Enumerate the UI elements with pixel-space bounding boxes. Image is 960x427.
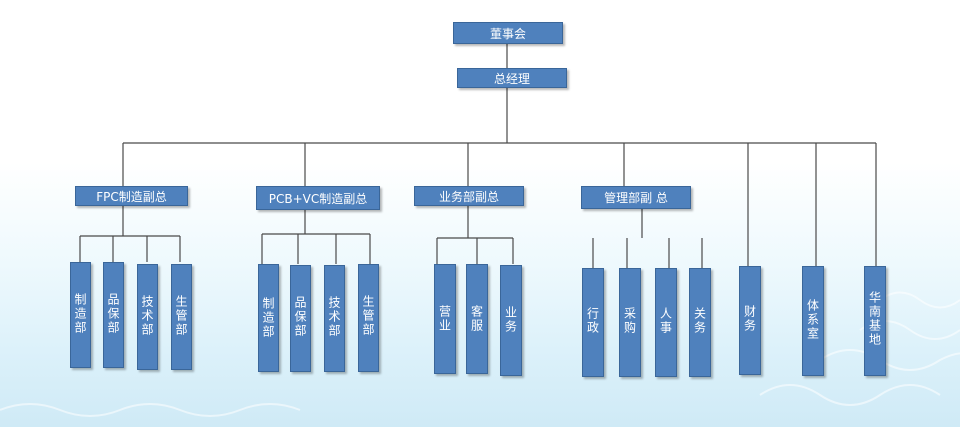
general-manager-box: 总经理 — [457, 68, 567, 88]
board-label: 董事会 — [489, 26, 526, 41]
pcbvc-unit-technology: 技术部 — [324, 265, 345, 372]
sales-unit-business-development: 营业 — [434, 264, 456, 374]
division-pcb-vc-box: PCB+VC制造副总 — [256, 186, 380, 210]
division-pcb-vc-label: PCB+VC制造副总 — [268, 191, 368, 206]
mgmt-unit-customs: 关务 — [689, 268, 711, 377]
general-manager-label: 总经理 — [493, 71, 530, 86]
unit-systems-office: 体系室 — [802, 266, 824, 376]
division-sales-label: 业务部副总 — [438, 189, 499, 204]
division-management-label: 管理部副 总 — [604, 191, 668, 205]
sales-unit-customer-service: 客服 — [466, 264, 488, 374]
fpc-unit-production-control: 生管部 — [171, 264, 192, 370]
mgmt-unit-human-resources: 人事 — [655, 268, 677, 377]
pcbvc-unit-quality: 品保部 — [290, 265, 311, 372]
mgmt-unit-administration: 行政 — [582, 268, 604, 377]
division-fpc-box: FPC制造副总 — [75, 186, 188, 206]
fpc-unit-quality: 品保部 — [103, 262, 124, 368]
sales-unit-sales: 业务 — [500, 265, 522, 376]
division-fpc-label: FPC制造副总 — [96, 189, 167, 204]
fpc-unit-technology: 技术部 — [137, 264, 158, 370]
unit-south-china-base: 华南基地 — [864, 266, 886, 376]
mgmt-unit-purchasing: 采购 — [619, 268, 641, 377]
pcbvc-unit-production-control: 生管部 — [358, 264, 379, 372]
division-management-box: 管理部副 总 — [581, 186, 691, 209]
board-box: 董事会 — [453, 22, 563, 44]
fpc-unit-manufacturing: 制造部 — [70, 262, 91, 368]
pcbvc-unit-manufacturing: 制造部 — [258, 264, 279, 372]
unit-finance: 财务 — [739, 266, 761, 375]
division-sales-box: 业务部副总 — [414, 186, 524, 206]
